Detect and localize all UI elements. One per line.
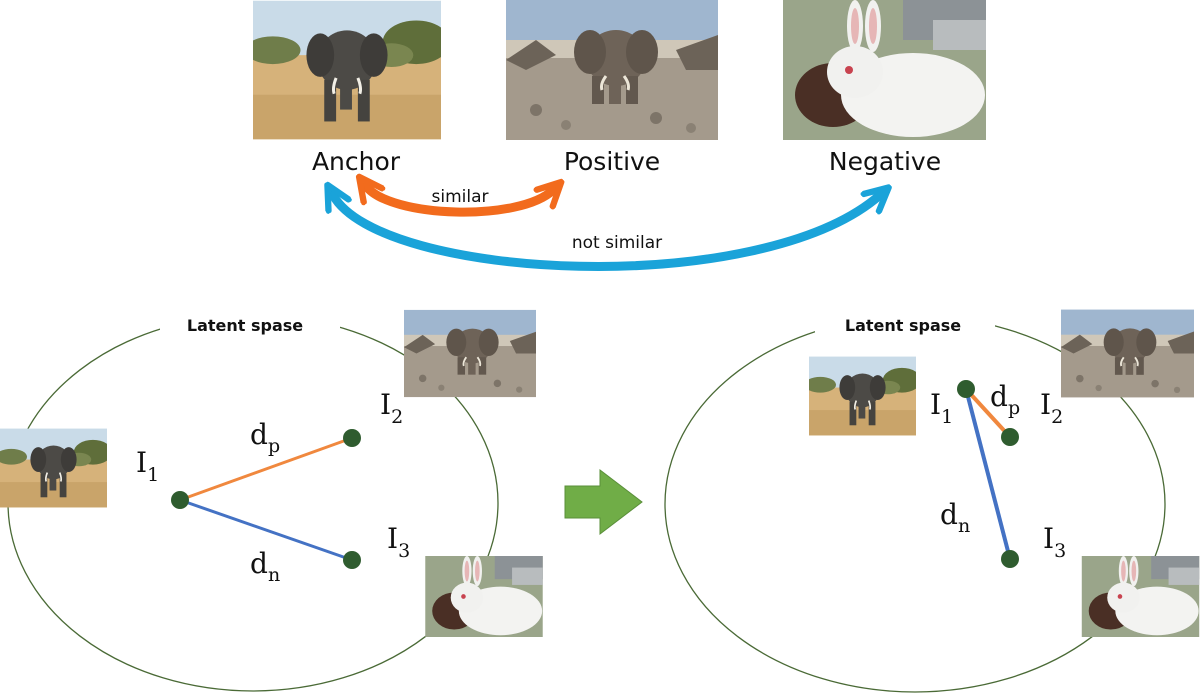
positive-image (506, 0, 718, 140)
anchor-thumbnail (809, 356, 916, 436)
not-similar-arrow (333, 195, 880, 271)
not-similar-label: not similar (572, 233, 662, 253)
negative-distance-label: dn (940, 498, 970, 537)
anchor-label: Anchor (312, 147, 401, 176)
positive-thumbnail (404, 309, 536, 398)
negative-thumbnail (425, 556, 543, 637)
positive-distance-label: dp (250, 418, 280, 457)
title-backdrop (160, 306, 340, 342)
positive-distance-label: dp (990, 380, 1020, 419)
latent-space-title: Latent spase (845, 316, 961, 335)
positive-edge (964, 387, 1012, 439)
anchor-node-label: I1 (930, 388, 953, 428)
anchor-image (253, 0, 441, 140)
negative-edge (964, 388, 1012, 560)
positive-edge (179, 436, 353, 502)
negative-edge (179, 498, 353, 562)
anchor-node (957, 380, 975, 398)
negative-label: Negative (829, 147, 941, 176)
negative-thumbnail (1081, 556, 1200, 637)
negative-node (343, 551, 361, 569)
negative-image (783, 0, 986, 140)
positive-label: Positive (564, 147, 660, 176)
positive-node-label: I2 (1040, 388, 1063, 428)
positive-node (1001, 428, 1019, 446)
positive-thumbnail (1061, 309, 1194, 398)
negative-node-label: I3 (1043, 522, 1066, 562)
positive-node (343, 429, 361, 447)
anchor-thumbnail (0, 428, 107, 508)
negative-node-label: I3 (387, 522, 410, 562)
negative-distance-label: dn (250, 547, 280, 586)
top-row: Anchor Positive Negative similar not sim… (253, 0, 986, 271)
negative-node (1001, 550, 1019, 568)
similar-label: similar (432, 187, 489, 207)
latent-space-after: Latent spase I1 I2 I3 dp dn (664, 306, 1200, 693)
title-backdrop (815, 306, 995, 342)
positive-node-label: I2 (380, 388, 403, 428)
latent-space-title: Latent spase (187, 316, 303, 335)
anchor-node-label: I1 (136, 446, 159, 486)
latent-space-before: Latent spase I1 I2 I3 dp dn (0, 306, 543, 692)
anchor-node (171, 491, 189, 509)
transition-arrow-icon (564, 468, 643, 536)
